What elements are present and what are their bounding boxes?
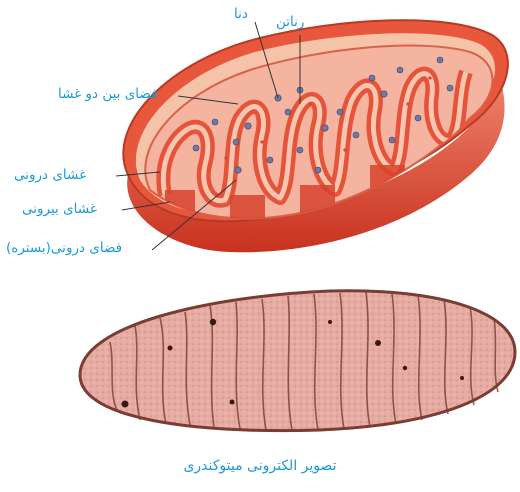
caption: تصویر الکترونی میتوکندری	[0, 458, 520, 474]
label-inner-membrane: غشای درونی	[14, 167, 86, 183]
electron-micrograph	[80, 291, 515, 431]
mitochondrion-illustration	[123, 20, 508, 252]
label-dna: دنا	[234, 6, 248, 22]
micrograph-body	[80, 291, 515, 431]
label-outer-membrane: غشای بیرونی	[22, 201, 97, 217]
label-ribosome: رناتن	[276, 14, 304, 30]
label-intermembrane-space: فضای بین دو غشا	[58, 86, 158, 102]
label-matrix: فضای درونی(بستره)	[6, 240, 122, 256]
